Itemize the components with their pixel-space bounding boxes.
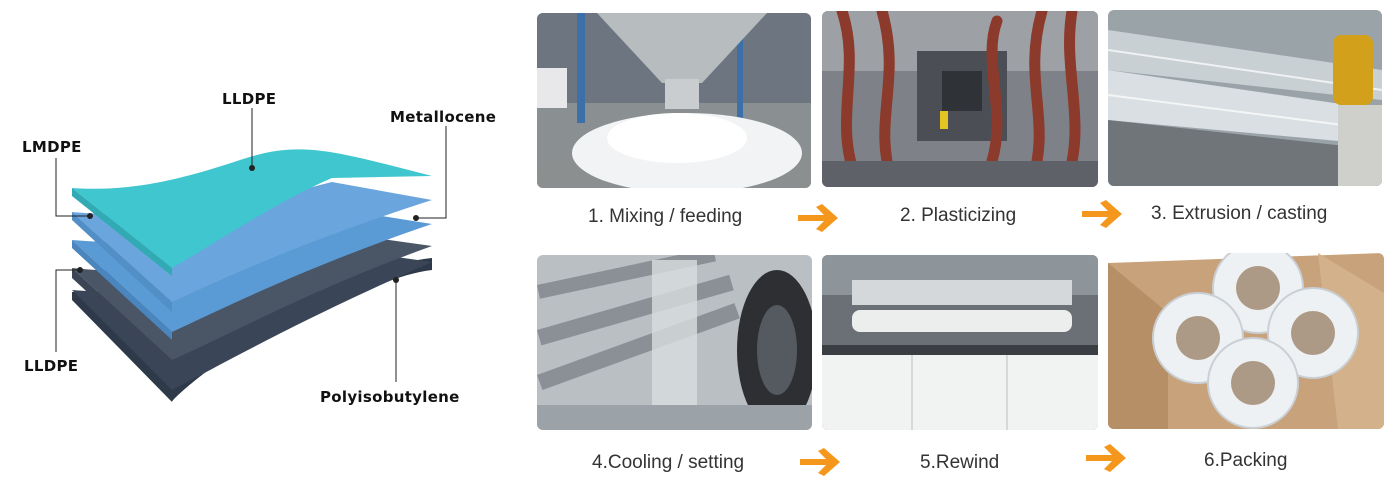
- layer-cyan-top: [72, 149, 432, 268]
- leader-dot: [249, 165, 255, 171]
- leader-metallocene: [416, 126, 447, 219]
- leader-dot: [393, 277, 399, 283]
- arrow-right-icon: [798, 204, 838, 232]
- label-lmdpe: LMDPE: [22, 138, 82, 156]
- photo-mixing-feeding: [537, 13, 811, 188]
- step-6-label: 6.Packing: [1204, 450, 1288, 471]
- film-layers-diagram: [55, 108, 447, 402]
- layer-blue-upper: [72, 182, 432, 302]
- step-2-label: 2. Plasticizing: [900, 205, 1017, 226]
- arrow-right-icon: [1082, 200, 1122, 228]
- arrow-right-icon: [1086, 444, 1126, 472]
- step-1-label: 1. Mixing / feeding: [588, 206, 743, 227]
- label-bottom-lldpe: LLDPE: [24, 357, 79, 375]
- leader-bottom-lldpe: [55, 269, 80, 352]
- step-3-label: 3. Extrusion / casting: [1151, 203, 1328, 224]
- layer-cyan-top-edge: [72, 188, 172, 276]
- photo-plasticizing: [822, 11, 1098, 187]
- photo-rewind: [822, 255, 1098, 430]
- leader-dot: [413, 215, 419, 221]
- layer-dark-2-edge: [72, 268, 172, 370]
- photo-packing: [1108, 253, 1384, 429]
- photo-cooling-setting: [537, 255, 812, 430]
- layer-blue-upper-edge: [72, 212, 172, 312]
- step-4-label: 4.Cooling / setting: [592, 452, 745, 473]
- leader-dot: [87, 213, 93, 219]
- arrow-right-icon: [800, 448, 840, 476]
- label-top-lldpe: LLDPE: [222, 90, 277, 108]
- label-metallocene: Metallocene: [390, 108, 497, 126]
- leader-dot: [77, 267, 83, 273]
- leader-lmdpe: [55, 158, 90, 217]
- photo-extrusion-casting: [1108, 10, 1382, 186]
- step-5-label: 5.Rewind: [920, 452, 1000, 473]
- label-polyisobutylene: Polyisobutylene: [320, 388, 460, 406]
- layer-blue-lower-edge: [72, 240, 172, 340]
